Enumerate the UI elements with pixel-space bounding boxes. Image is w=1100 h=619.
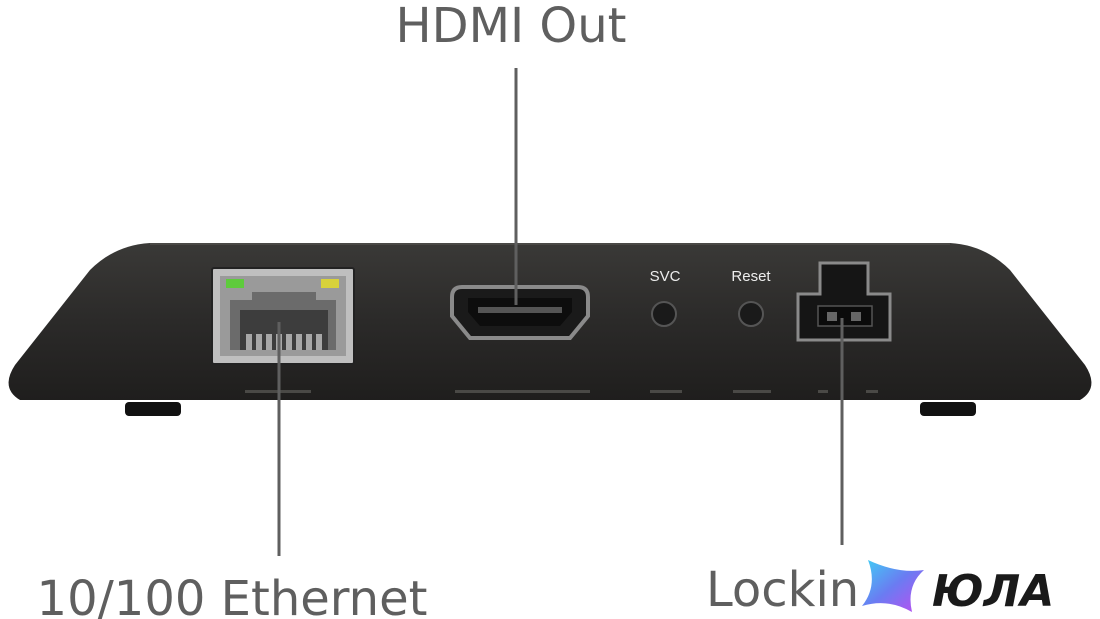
hdmi-out-label: HDMI Out: [396, 0, 627, 54]
svc-label: SVC: [650, 268, 681, 285]
reset-label: Reset: [731, 268, 771, 285]
device-foot-right: [920, 402, 976, 416]
yula-logo: ЮЛА: [862, 560, 1054, 617]
yula-logo-icon: [862, 560, 924, 612]
ethernet-led-yellow: [321, 279, 339, 288]
ethernet-label: 10/100 Ethernet: [37, 571, 428, 619]
power-connector[interactable]: [796, 261, 892, 342]
ethernet-led-green: [226, 279, 244, 288]
yula-brand-text: ЮЛА: [932, 566, 1054, 617]
device-foot-left: [125, 402, 181, 416]
reset-button[interactable]: [738, 301, 764, 327]
hdmi-port[interactable]: [450, 285, 590, 340]
svc-button[interactable]: [651, 301, 677, 327]
power-lockin-label: Lockin: [706, 562, 859, 618]
ethernet-port[interactable]: [211, 267, 355, 365]
